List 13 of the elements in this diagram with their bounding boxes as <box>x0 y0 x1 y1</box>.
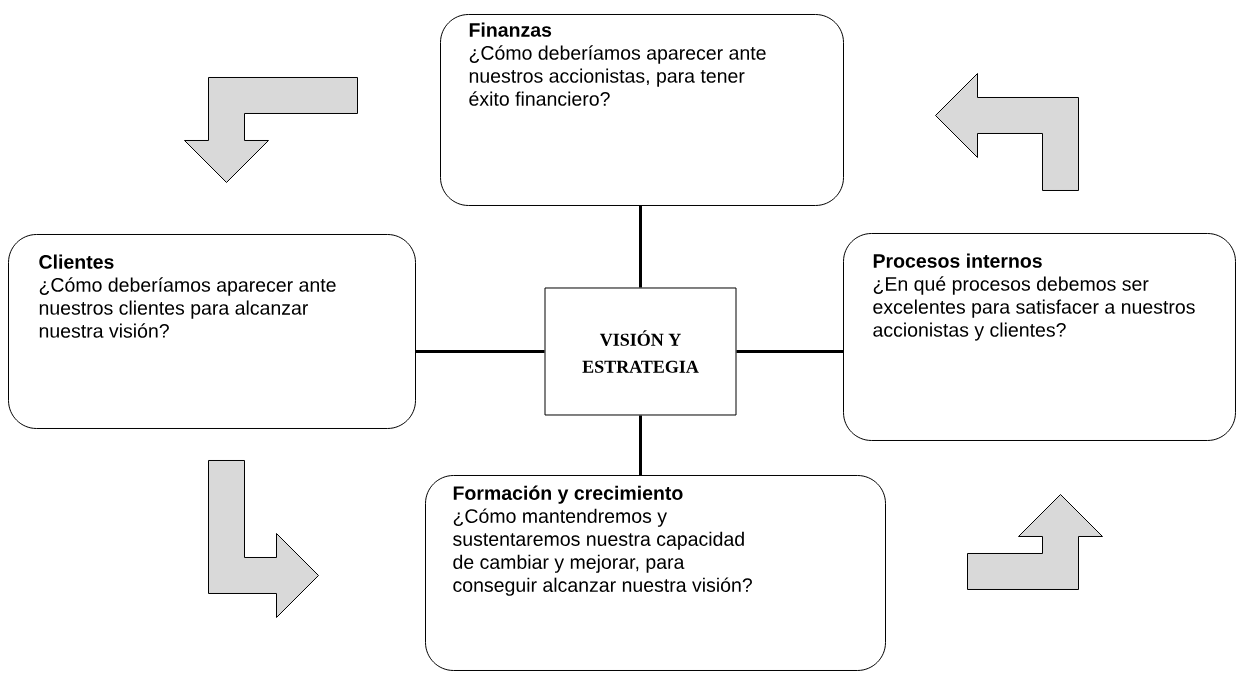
connector-line <box>736 350 843 353</box>
connector-line <box>639 415 642 475</box>
center-box: VISIÓN Y ESTRATEGIA <box>544 287 737 416</box>
block-arrow <box>184 77 358 183</box>
block-arrow <box>208 460 319 618</box>
connector-line <box>639 206 642 288</box>
rounded-box: Finanzas ¿Cómo deberíamos aparecer ante nuestros accionistas, para tener éxito financiero? <box>440 14 844 206</box>
connector-line <box>416 350 545 353</box>
rounded-box: Clientes ¿Cómo deberíamos aparecer ante nuestros clientes para alcanzar nuestra visión? <box>8 234 416 429</box>
rounded-box: Formación y crecimiento ¿Cómo mantendremos y sustentaremos nuestra capacidad de cambiar y mejorar, para conseguir alcanzar nuestra visión? <box>425 475 886 671</box>
block-arrow <box>935 73 1079 191</box>
block-arrow <box>967 494 1103 590</box>
rounded-box: Procesos internos ¿En qué procesos debemos ser excelentes para satisfacer a nuestros accionistas y clientes? <box>843 233 1236 441</box>
